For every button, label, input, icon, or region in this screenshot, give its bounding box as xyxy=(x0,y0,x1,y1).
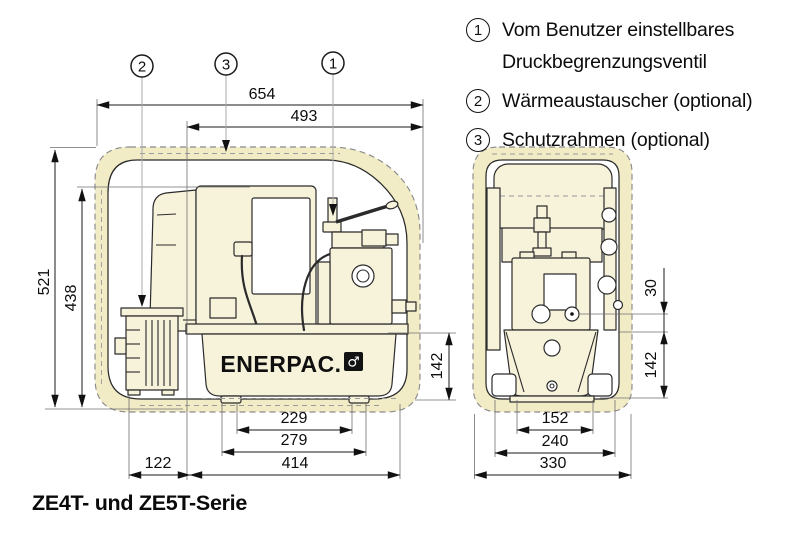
dim-overall-width: 330 xyxy=(473,414,632,479)
svg-text:279: 279 xyxy=(281,432,308,449)
svg-text:30: 30 xyxy=(643,279,660,297)
svg-text:2: 2 xyxy=(138,59,146,76)
callout-pressure-valve: 1 xyxy=(321,51,345,216)
dim-side-port-height: 142 xyxy=(600,331,668,399)
svg-text:1: 1 xyxy=(329,56,337,73)
svg-text:142: 142 xyxy=(429,353,446,380)
front-tank xyxy=(201,333,397,397)
svg-text:330: 330 xyxy=(540,455,567,472)
legend-number-2: 2 xyxy=(466,89,490,113)
svg-text:654: 654 xyxy=(249,86,276,103)
valve-lever-knob xyxy=(385,200,399,210)
dim-mount-inner: 229 xyxy=(236,403,353,434)
front-base-plate xyxy=(185,323,409,335)
svg-text:438: 438 xyxy=(63,285,80,312)
front-pump-drawing: ENERPAC. ♂ xyxy=(114,185,417,404)
dim-front-port-height: 142 xyxy=(388,332,456,401)
dim-mount-width: 152 xyxy=(516,400,594,434)
legend-number-1: 1 xyxy=(466,18,490,42)
svg-text:142: 142 xyxy=(643,352,660,379)
legend-item-guard-frame: 3 Schutzrahmen (optional) xyxy=(466,124,796,156)
svg-text:414: 414 xyxy=(282,455,309,472)
dim-base-width: 240 xyxy=(494,400,616,457)
svg-text:152: 152 xyxy=(542,410,569,427)
front-heat-exchanger xyxy=(114,307,196,396)
front-view: ENERPAC. ♂ xyxy=(36,51,456,480)
svg-text:3: 3 xyxy=(222,57,230,74)
svg-text:521: 521 xyxy=(36,269,53,296)
series-caption: ZE4T- und ZE5T-Serie xyxy=(32,491,248,515)
dim-overall-height: 521 xyxy=(36,147,183,410)
front-callouts: 2 3 1 xyxy=(130,51,345,307)
svg-text:240: 240 xyxy=(542,433,569,450)
dim-base-length: 414 xyxy=(189,404,401,479)
side-pump-drawing xyxy=(486,163,624,403)
legend-number-3: 3 xyxy=(466,128,490,152)
legend-item-heat-exchanger: 2 Wärmeaustauscher (optional) xyxy=(466,85,796,117)
callout-heat-exchanger: 2 xyxy=(130,54,154,307)
side-fan-shroud xyxy=(493,163,613,231)
svg-text:122: 122 xyxy=(145,455,172,472)
front-outlet-port xyxy=(391,299,407,314)
dim-port-offset: 30 xyxy=(580,268,668,333)
legend-label-3: Schutzrahmen (optional) xyxy=(502,129,710,151)
front-dimensions: 654 493 521 438 142 xyxy=(36,86,456,480)
side-port-left xyxy=(531,304,551,324)
enerpac-logo-text: ENERPAC. xyxy=(220,351,341,377)
legend-label-2: Wärmeaustauscher (optional) xyxy=(502,90,753,112)
enerpac-logo-mark-icon: ♂ xyxy=(347,355,360,371)
enerpac-logo-box xyxy=(344,352,363,371)
dim-overall-length: 654 xyxy=(96,86,424,243)
callout-guard-frame: 3 xyxy=(214,52,238,152)
svg-text:229: 229 xyxy=(281,410,308,427)
svg-text:493: 493 xyxy=(291,108,318,125)
side-view: 30 142 152 240 xyxy=(472,146,668,479)
dim-mount-outer: 279 xyxy=(221,403,367,456)
side-dimensions: 30 142 152 240 xyxy=(473,268,668,479)
dim-pump-height: 438 xyxy=(63,186,250,408)
dim-exchanger-depth: 122 xyxy=(128,395,191,479)
